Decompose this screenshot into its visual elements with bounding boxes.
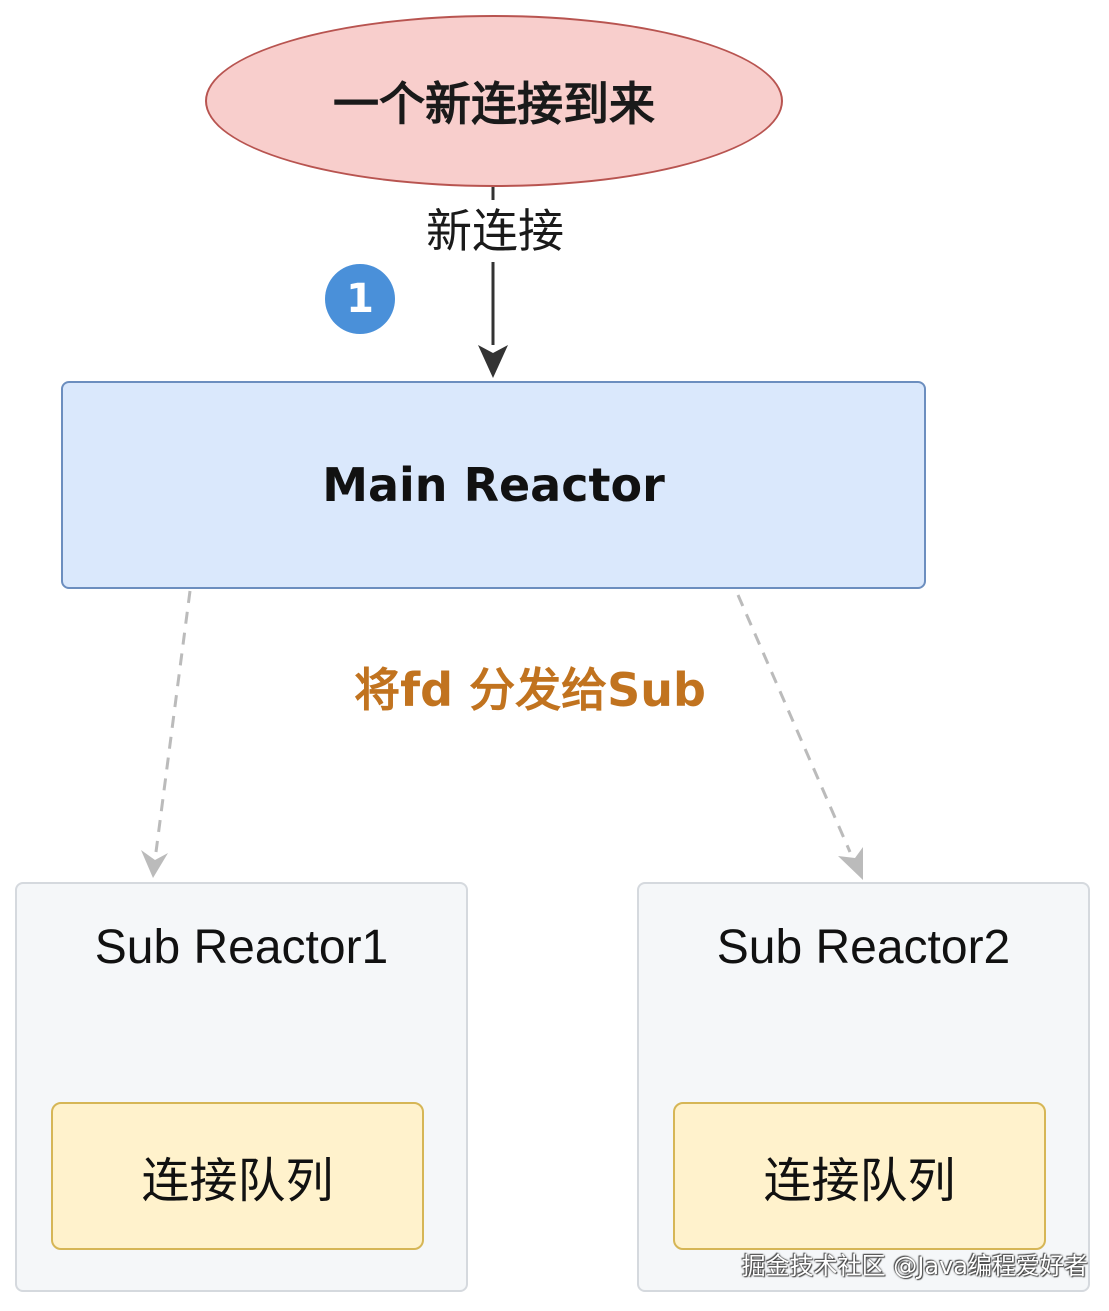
new-connection-arrowhead xyxy=(478,345,508,378)
new-connection-node[interactable]: 一个新连接到来 xyxy=(205,15,783,187)
main-reactor-node[interactable]: Main Reactor xyxy=(61,381,926,589)
sub-reactor-2-node[interactable]: Sub Reactor2 连接队列 xyxy=(637,882,1090,1292)
new-connection-edge-label: 新连接 xyxy=(405,200,585,262)
sub-reactor-1-node[interactable]: Sub Reactor1 连接队列 xyxy=(15,882,468,1292)
sub-reactor-2-connection-queue[interactable]: 连接队列 xyxy=(673,1102,1046,1250)
dispatch-arrowhead-sub1 xyxy=(141,850,168,878)
dispatch-arrowhead-sub2 xyxy=(838,847,863,880)
dispatch-edge-label: 将fd 分发给Sub xyxy=(354,663,706,717)
new-connection-node-label: 一个新连接到来 xyxy=(333,77,655,131)
step-number-badge: 1 xyxy=(325,264,395,334)
sub-reactor-1-title: Sub Reactor1 xyxy=(94,921,389,974)
main-reactor-label: Main Reactor xyxy=(322,458,665,512)
dispatch-edge-sub1 xyxy=(154,590,192,853)
sub-reactor-2-title: Sub Reactor2 xyxy=(716,921,1011,974)
watermark: 掘金技术社区 @Java编程爱好者 xyxy=(741,1252,1088,1280)
dispatch-edge-sub2 xyxy=(736,594,852,853)
sub-reactor-1-connection-queue[interactable]: 连接队列 xyxy=(51,1102,424,1250)
